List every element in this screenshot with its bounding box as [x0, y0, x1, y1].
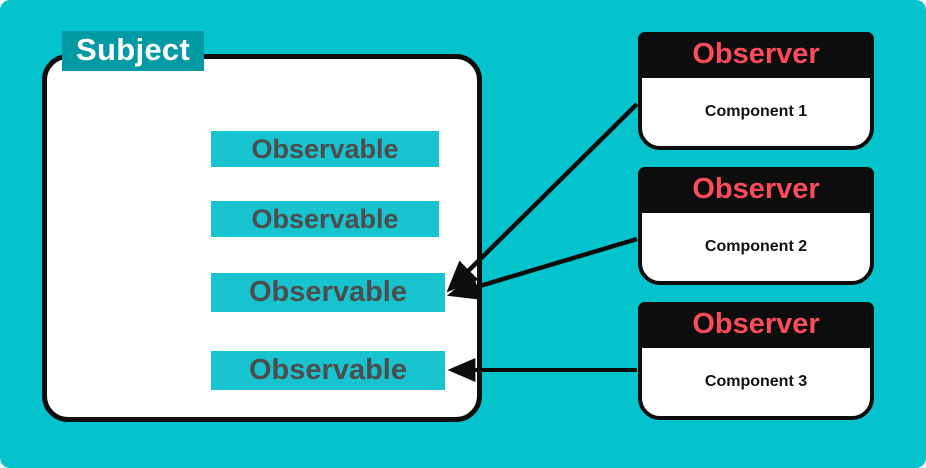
- observer-header-1: Observer: [638, 32, 874, 76]
- observer-body-2: Component 2: [638, 209, 874, 285]
- observer-header-label-1: Observer: [692, 37, 820, 70]
- observer-body-3: Component 3: [638, 344, 874, 420]
- observer-component-label-3: Component 3: [704, 373, 808, 390]
- observer-header-2: Observer: [638, 167, 874, 211]
- observable-row-3: Observable: [211, 273, 445, 312]
- observable-label-4: Observable: [249, 354, 407, 386]
- subject-label: Subject: [62, 31, 205, 71]
- observer-card-1: Observer Component 1: [638, 32, 874, 150]
- observer-component-label-2: Component 2: [704, 238, 808, 255]
- observer-card-2: Observer Component 2: [638, 167, 874, 285]
- observable-label-3: Observable: [249, 276, 407, 308]
- observable-row-1: Observable: [211, 131, 439, 167]
- observer-header-label-3: Observer: [692, 307, 820, 340]
- observer-header-3: Observer: [638, 302, 874, 346]
- observer-card-3: Observer Component 3: [638, 302, 874, 420]
- observable-row-4: Observable: [211, 351, 445, 390]
- observable-label-2: Observable: [251, 203, 399, 234]
- observer-header-label-2: Observer: [692, 172, 820, 205]
- observer-body-1: Component 1: [638, 74, 874, 150]
- observer-component-label-1: Component 1: [704, 103, 808, 120]
- observable-row-2: Observable: [211, 201, 439, 237]
- observable-label-1: Observable: [251, 133, 399, 164]
